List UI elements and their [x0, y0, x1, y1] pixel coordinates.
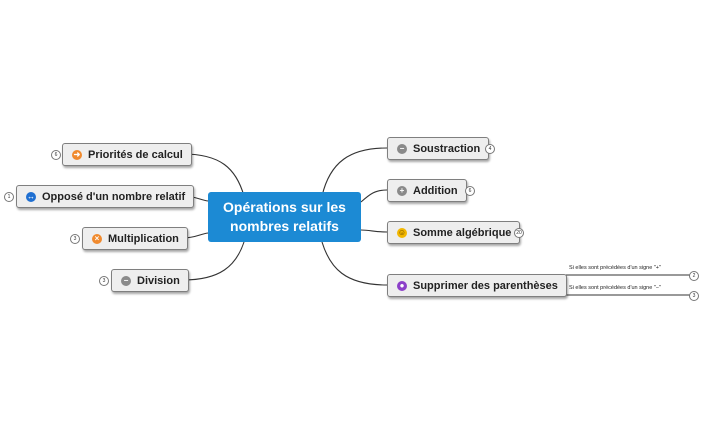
topic-multiplication[interactable]: × Multiplication	[82, 227, 188, 250]
child-count-badge[interactable]: 3	[689, 291, 699, 301]
topic-division[interactable]: − Division	[111, 269, 189, 292]
topic-label: Multiplication	[108, 232, 179, 245]
topic-priorites-de-calcul[interactable]: ➜ Priorités de calcul	[62, 143, 192, 166]
child-count-badge[interactable]: 6	[51, 150, 61, 160]
topic-supprimer-parentheses[interactable]: ● Supprimer des parenthèses	[387, 274, 567, 297]
topic-label: Division	[137, 274, 180, 287]
topic-somme-algebrique[interactable]: ☺ Somme algébrique	[387, 221, 521, 244]
central-topic[interactable]: Opérations sur les nombres relatifs	[208, 192, 361, 242]
child-count-badge[interactable]: 1	[4, 192, 14, 202]
child-count-badge[interactable]: 3	[99, 276, 109, 286]
child-count-badge[interactable]: 6	[465, 186, 475, 196]
topic-label: Addition	[413, 184, 458, 197]
times-icon: ×	[92, 233, 102, 244]
topic-label: Soustraction	[413, 142, 481, 155]
topic-label: Priorités de calcul	[88, 148, 183, 161]
topic-label: Somme algébrique	[413, 226, 512, 239]
topic-soustraction[interactable]: − Soustraction	[387, 137, 490, 160]
topic-addition[interactable]: + Addition	[387, 179, 467, 202]
subtopic-signe-moins[interactable]: Si elles sont précédées d'un signe "−"	[569, 285, 661, 291]
central-topic-label: Opérations sur les nombres relatifs	[223, 199, 346, 234]
child-count-badge[interactable]: 4	[485, 144, 495, 154]
smiley-icon: ☺	[397, 227, 407, 238]
subtopic-signe-plus[interactable]: Si elles sont précédées d'un signe "+"	[569, 265, 661, 271]
minus-icon: −	[397, 143, 407, 154]
topic-label: Supprimer des parenthèses	[413, 279, 558, 292]
topic-label: Opposé d'un nombre relatif	[42, 190, 186, 203]
child-count-badge[interactable]: 2	[689, 271, 699, 281]
child-count-badge[interactable]: 20	[514, 228, 524, 238]
plus-icon: +	[397, 185, 407, 196]
alien-icon: ●	[397, 280, 407, 291]
arrow-right-icon: ➜	[72, 149, 82, 160]
minus-icon: −	[121, 275, 131, 286]
topic-oppose-nombre-relatif[interactable]: ↔ Opposé d'un nombre relatif	[16, 185, 195, 208]
child-count-badge[interactable]: 3	[70, 234, 80, 244]
arrows-horizontal-icon: ↔	[26, 191, 36, 202]
